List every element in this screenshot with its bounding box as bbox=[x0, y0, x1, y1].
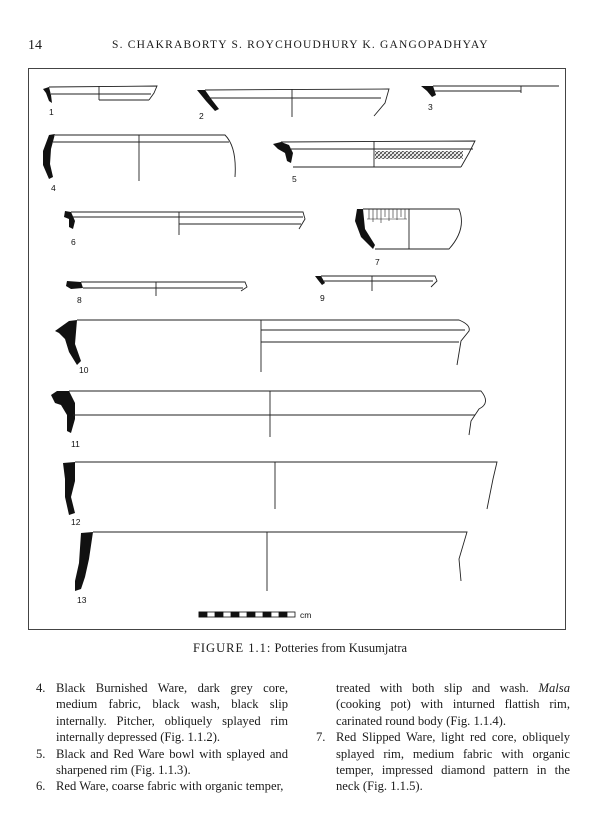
item-text: Red Slipped Ware, light red core, obliqu… bbox=[336, 730, 570, 794]
pottery-drawings: 1 2 3 4 5 6 7 8 9 10 11 12 13 cm bbox=[43, 85, 559, 620]
sherd-label-6: 6 bbox=[71, 237, 76, 247]
item-number: 4. bbox=[36, 681, 46, 695]
item-text: Red Ware, coarse fabric with organic tem… bbox=[56, 779, 284, 794]
sherd-10-drawing bbox=[55, 319, 470, 372]
page-number: 14 bbox=[28, 38, 42, 53]
figure-panel: 1 2 3 4 5 6 7 8 9 10 11 12 13 cm bbox=[28, 68, 566, 630]
sherd-label-12: 12 bbox=[71, 517, 81, 527]
sherd-8-drawing bbox=[66, 281, 248, 296]
continuation-term: Malsa bbox=[538, 681, 570, 695]
sherd-12-drawing bbox=[63, 461, 498, 515]
list-item: 6. Red Ware, coarse fabric with organic t… bbox=[36, 778, 288, 794]
sherd-11-drawing bbox=[51, 390, 486, 437]
sherd-label-13: 13 bbox=[77, 595, 87, 605]
sherd-9-drawing bbox=[315, 275, 438, 291]
scale-unit: cm bbox=[300, 610, 311, 620]
figure-caption: FIGURE 1.1: Potteries from Kusumjatra bbox=[0, 641, 600, 656]
item-number: 5. bbox=[36, 746, 46, 761]
running-head: S. CHAKRABORTY S. ROYCHOUDHURY K. GANGOP… bbox=[112, 39, 489, 51]
sherd-label-1: 1 bbox=[49, 107, 54, 117]
sherd-label-5: 5 bbox=[292, 174, 297, 184]
left-column: 4. Black Burnished Ware, dark grey core, … bbox=[36, 680, 288, 795]
item-number: 7. bbox=[316, 730, 326, 745]
item-text: Black and Red Ware bowl with splayed and… bbox=[56, 746, 288, 778]
sherd-label-10: 10 bbox=[79, 365, 89, 375]
continuation-text-after: (cooking pot) with inturned flattish rim… bbox=[336, 697, 570, 728]
scale-bar bbox=[198, 611, 296, 618]
list-item: 4. Black Burnished Ware, dark grey core, … bbox=[36, 680, 288, 746]
continuation-text-before: treated with both slip and wash. bbox=[336, 681, 539, 695]
sherd-4-drawing bbox=[43, 134, 236, 181]
sherd-label-11: 11 bbox=[71, 439, 80, 449]
sherd-label-2: 2 bbox=[199, 111, 204, 121]
list-item: 7. Red Slipped Ware, light red core, obli… bbox=[316, 729, 570, 795]
sherd-13-drawing bbox=[75, 531, 468, 591]
item-number: 6. bbox=[36, 779, 46, 794]
list-item: 5. Black and Red Ware bowl with splayed a… bbox=[36, 746, 288, 779]
sherd-label-4: 4 bbox=[51, 183, 56, 193]
sherd-7-drawing bbox=[355, 208, 462, 250]
right-column: treated with both slip and wash. Malsa (… bbox=[316, 680, 570, 795]
sherd-label-9: 9 bbox=[320, 293, 325, 303]
sherd-1-drawing bbox=[43, 85, 158, 103]
sherd-label-8: 8 bbox=[77, 295, 82, 305]
list-item-continuation: treated with both slip and wash. Malsa (… bbox=[336, 680, 570, 729]
item-text: Black Burnished Ware, dark grey core, me… bbox=[56, 681, 288, 745]
sherd-3-drawing bbox=[421, 85, 559, 97]
sherd-label-7: 7 bbox=[375, 257, 380, 267]
sherd-6-drawing bbox=[64, 211, 306, 235]
sherd-2-drawing bbox=[197, 88, 390, 117]
caption-label: FIGURE 1.1: bbox=[192, 641, 272, 655]
sherd-label-3: 3 bbox=[428, 102, 433, 112]
sherd-5-drawing bbox=[273, 140, 476, 168]
caption-text: Potteries from Kusumjatra bbox=[271, 641, 408, 655]
